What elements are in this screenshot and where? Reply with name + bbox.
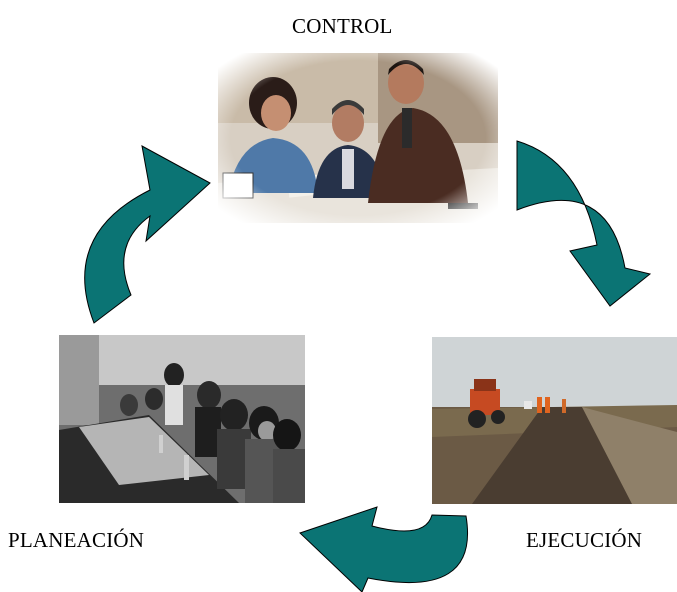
control-photo (218, 53, 498, 223)
ejecucion-photo (432, 337, 677, 504)
arrow-ejecucion-to-planeacion (299, 506, 468, 592)
planeacion-label: PLANEACIÓN (8, 528, 145, 552)
ejecucion-label: EJECUCIÓN (526, 528, 643, 552)
arrow-planeacion-to-control (84, 145, 211, 324)
arrow-control-to-ejecucion (516, 140, 652, 307)
control-label: CONTROL (292, 14, 393, 38)
planeacion-photo (59, 335, 305, 503)
